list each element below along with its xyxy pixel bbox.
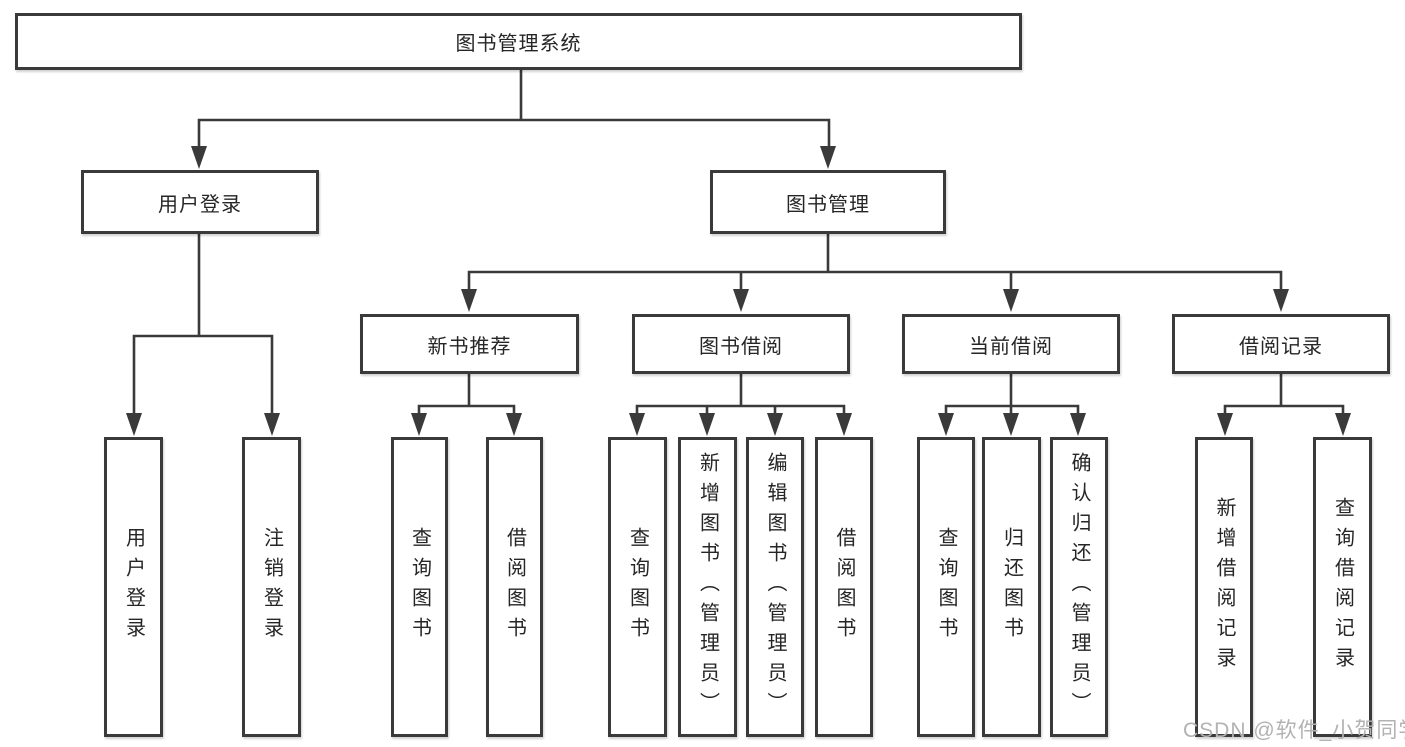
arrowhead-icon	[506, 413, 522, 436]
node-root: 图书管理系统	[15, 13, 1022, 70]
arrowhead-icon	[1217, 413, 1233, 436]
leaf-borrow-book: 借阅图书	[815, 437, 873, 737]
node-current-borrow-label: 当前借阅	[969, 335, 1053, 358]
connector-user-login-to-leaves	[126, 234, 280, 436]
leaf-label: 借阅图书	[503, 527, 526, 647]
arrowhead-icon	[733, 289, 749, 312]
node-book-mgmt-label: 图书管理	[786, 193, 870, 216]
leaf-label: 注销登录	[260, 527, 283, 647]
arrowhead-icon	[836, 413, 852, 436]
connector-book-borrow-to-leaves	[629, 374, 852, 436]
arrowhead-icon	[1070, 413, 1086, 436]
connector-current-borrow-to-leaves	[938, 374, 1086, 436]
arrowhead-icon	[1335, 413, 1351, 436]
leaf-records-add: 新增借阅记录	[1195, 437, 1253, 737]
arrowhead-icon	[1003, 289, 1019, 312]
leaf-label: 查询图书	[626, 527, 649, 647]
connector-new-books-to-leaves	[411, 374, 522, 436]
leaf-label: 新增借阅记录	[1213, 497, 1235, 677]
leaf-label: 确认归还（管理员）	[1068, 452, 1090, 722]
arrowhead-icon	[820, 146, 836, 169]
arrowhead-icon	[938, 413, 954, 436]
leaf-borrow-add-admin: 新增图书（管理员）	[678, 437, 737, 737]
leaf-user-login: 用户登录	[104, 437, 163, 737]
leaf-label: 归还图书	[1000, 527, 1023, 647]
arrowhead-icon	[411, 413, 427, 436]
leaf-label: 新增图书（管理员）	[696, 452, 719, 722]
node-user-login-label: 用户登录	[158, 193, 242, 216]
arrowhead-icon	[1003, 413, 1019, 436]
connector-root-to-level2	[191, 70, 836, 169]
arrowhead-icon	[191, 146, 207, 169]
node-book-borrow: 图书借阅	[632, 314, 850, 374]
node-root-label: 图书管理系统	[455, 33, 582, 55]
arrowhead-icon	[1273, 289, 1289, 312]
connector-borrow-records-to-leaves	[1217, 374, 1351, 436]
leaf-label: 查询图书	[935, 527, 957, 647]
arrowhead-icon	[126, 413, 142, 436]
leaf-records-query: 查询借阅记录	[1313, 437, 1372, 737]
leaf-new-books-query: 查询图书	[391, 437, 448, 737]
leaf-label: 用户登录	[122, 527, 145, 647]
arrowhead-icon	[767, 413, 783, 436]
leaf-label: 借阅图书	[833, 527, 855, 647]
node-current-borrow: 当前借阅	[902, 314, 1120, 374]
node-new-books-label: 新书推荐	[427, 335, 512, 358]
arrowhead-icon	[264, 413, 280, 436]
arrowhead-icon	[629, 413, 645, 436]
arrowhead-icon	[461, 289, 477, 312]
leaf-label: 编辑图书（管理员）	[764, 452, 786, 722]
csdn-watermark: CSDN @软件_小贺同学	[1183, 719, 1405, 742]
node-borrow-records-label: 借阅记录	[1239, 335, 1323, 358]
node-user-login: 用户登录	[81, 170, 319, 234]
connector-book-mgmt-to-level3	[461, 234, 1289, 312]
node-borrow-records: 借阅记录	[1172, 314, 1390, 374]
leaf-logout: 注销登录	[242, 437, 301, 737]
leaf-current-query: 查询图书	[917, 437, 975, 737]
leaf-label: 查询借阅记录	[1331, 497, 1354, 677]
leaf-borrow-edit-admin: 编辑图书（管理员）	[746, 437, 804, 737]
leaf-current-confirm-admin: 确认归还（管理员）	[1050, 437, 1108, 737]
leaf-label: 查询图书	[408, 527, 431, 647]
leaf-new-books-borrow: 借阅图书	[486, 437, 543, 737]
arrowhead-icon	[699, 413, 715, 436]
leaf-borrow-query: 查询图书	[608, 437, 667, 737]
node-book-borrow-label: 图书借阅	[699, 335, 783, 358]
leaf-current-return: 归还图书	[982, 437, 1041, 737]
node-new-books: 新书推荐	[360, 314, 579, 374]
node-book-mgmt: 图书管理	[710, 170, 946, 234]
